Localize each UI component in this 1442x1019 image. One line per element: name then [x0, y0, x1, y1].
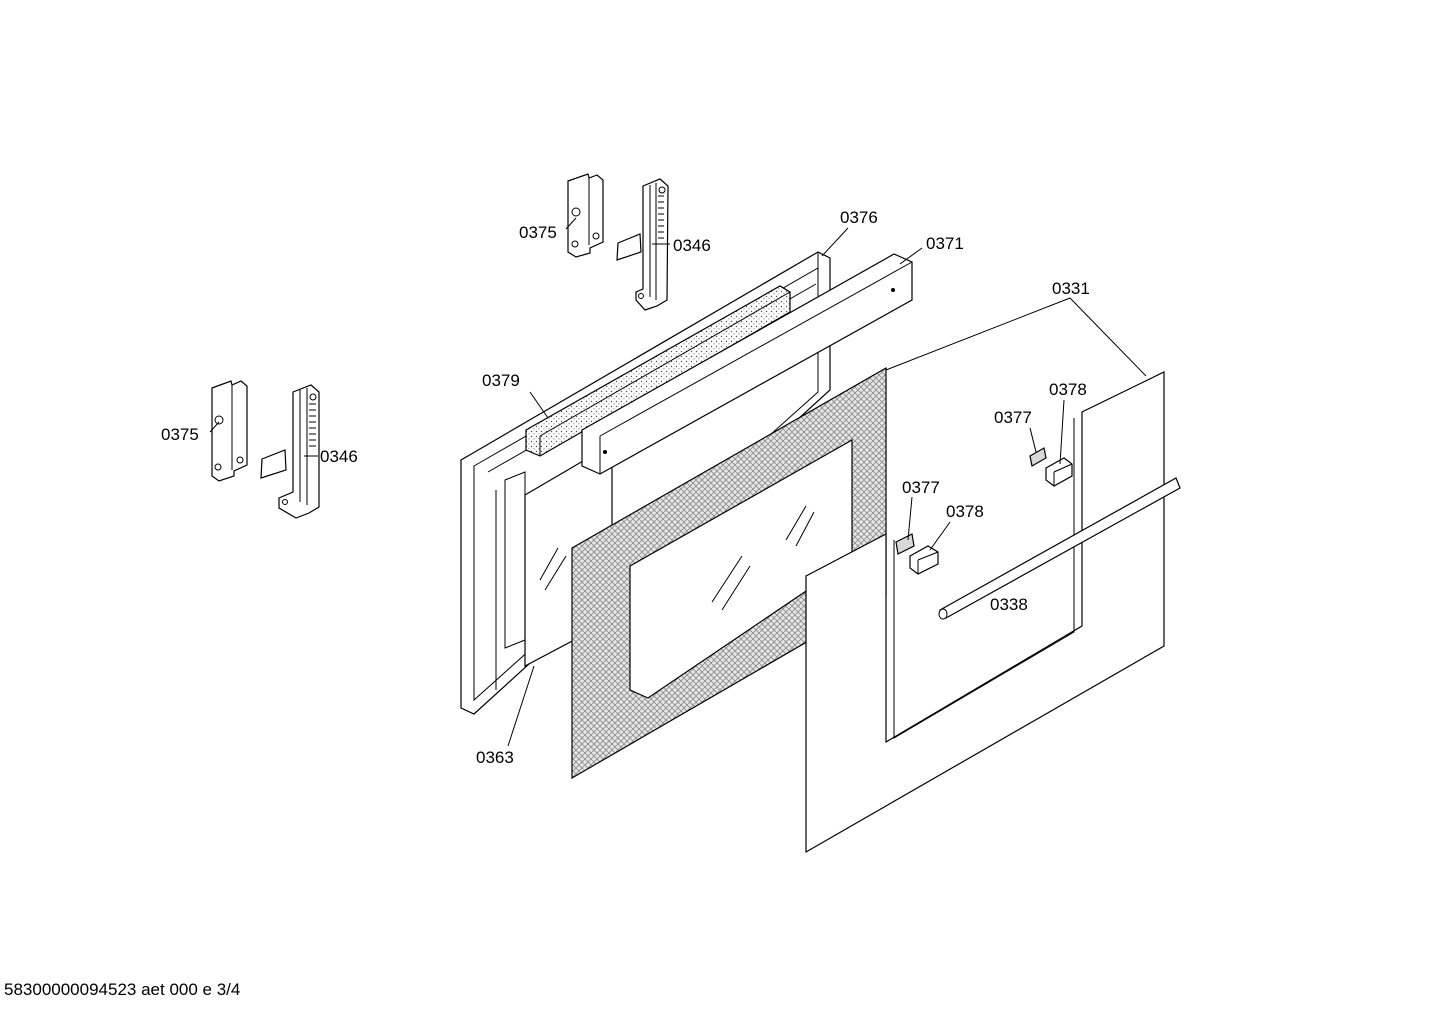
- leader-lines: [209, 217, 1147, 747]
- hinge-bracket-left: [211, 380, 248, 482]
- part-label-0378-lower: 0378: [946, 502, 984, 521]
- mesh-panel: [571, 366, 887, 780]
- clip-lower-0378: [909, 545, 939, 575]
- part-label-0363: 0363: [476, 748, 514, 767]
- part-label-0338: 0338: [990, 595, 1028, 614]
- hinge-bracket-top: [567, 173, 604, 258]
- part-label-0379: 0379: [482, 371, 520, 390]
- drawing-reference-footer: 58300000094523 aet 000 e 3/4: [4, 980, 241, 999]
- part-label-0371: 0371: [926, 234, 964, 253]
- front-glass-panel: [805, 371, 1165, 854]
- part-label-0346-top: 0346: [673, 236, 711, 255]
- door-handle: [938, 477, 1181, 620]
- part-label-0375-top: 0375: [519, 223, 557, 242]
- part-label-0346-left: 0346: [320, 447, 358, 466]
- part-label-0377-lower: 0377: [902, 478, 940, 497]
- part-label-0378-upper: 0378: [1049, 380, 1087, 399]
- clip-upper-0377: [1029, 447, 1047, 467]
- part-label-0331: 0331: [1052, 279, 1090, 298]
- part-label-0376: 0376: [840, 208, 878, 227]
- angle-profile: [581, 253, 913, 475]
- clip-lower-0377: [895, 533, 915, 555]
- part-label-0375-left: 0375: [161, 425, 199, 444]
- part-label-0377-upper: 0377: [994, 408, 1032, 427]
- clip-upper-0378: [1045, 457, 1073, 487]
- hinge-left: [260, 384, 320, 519]
